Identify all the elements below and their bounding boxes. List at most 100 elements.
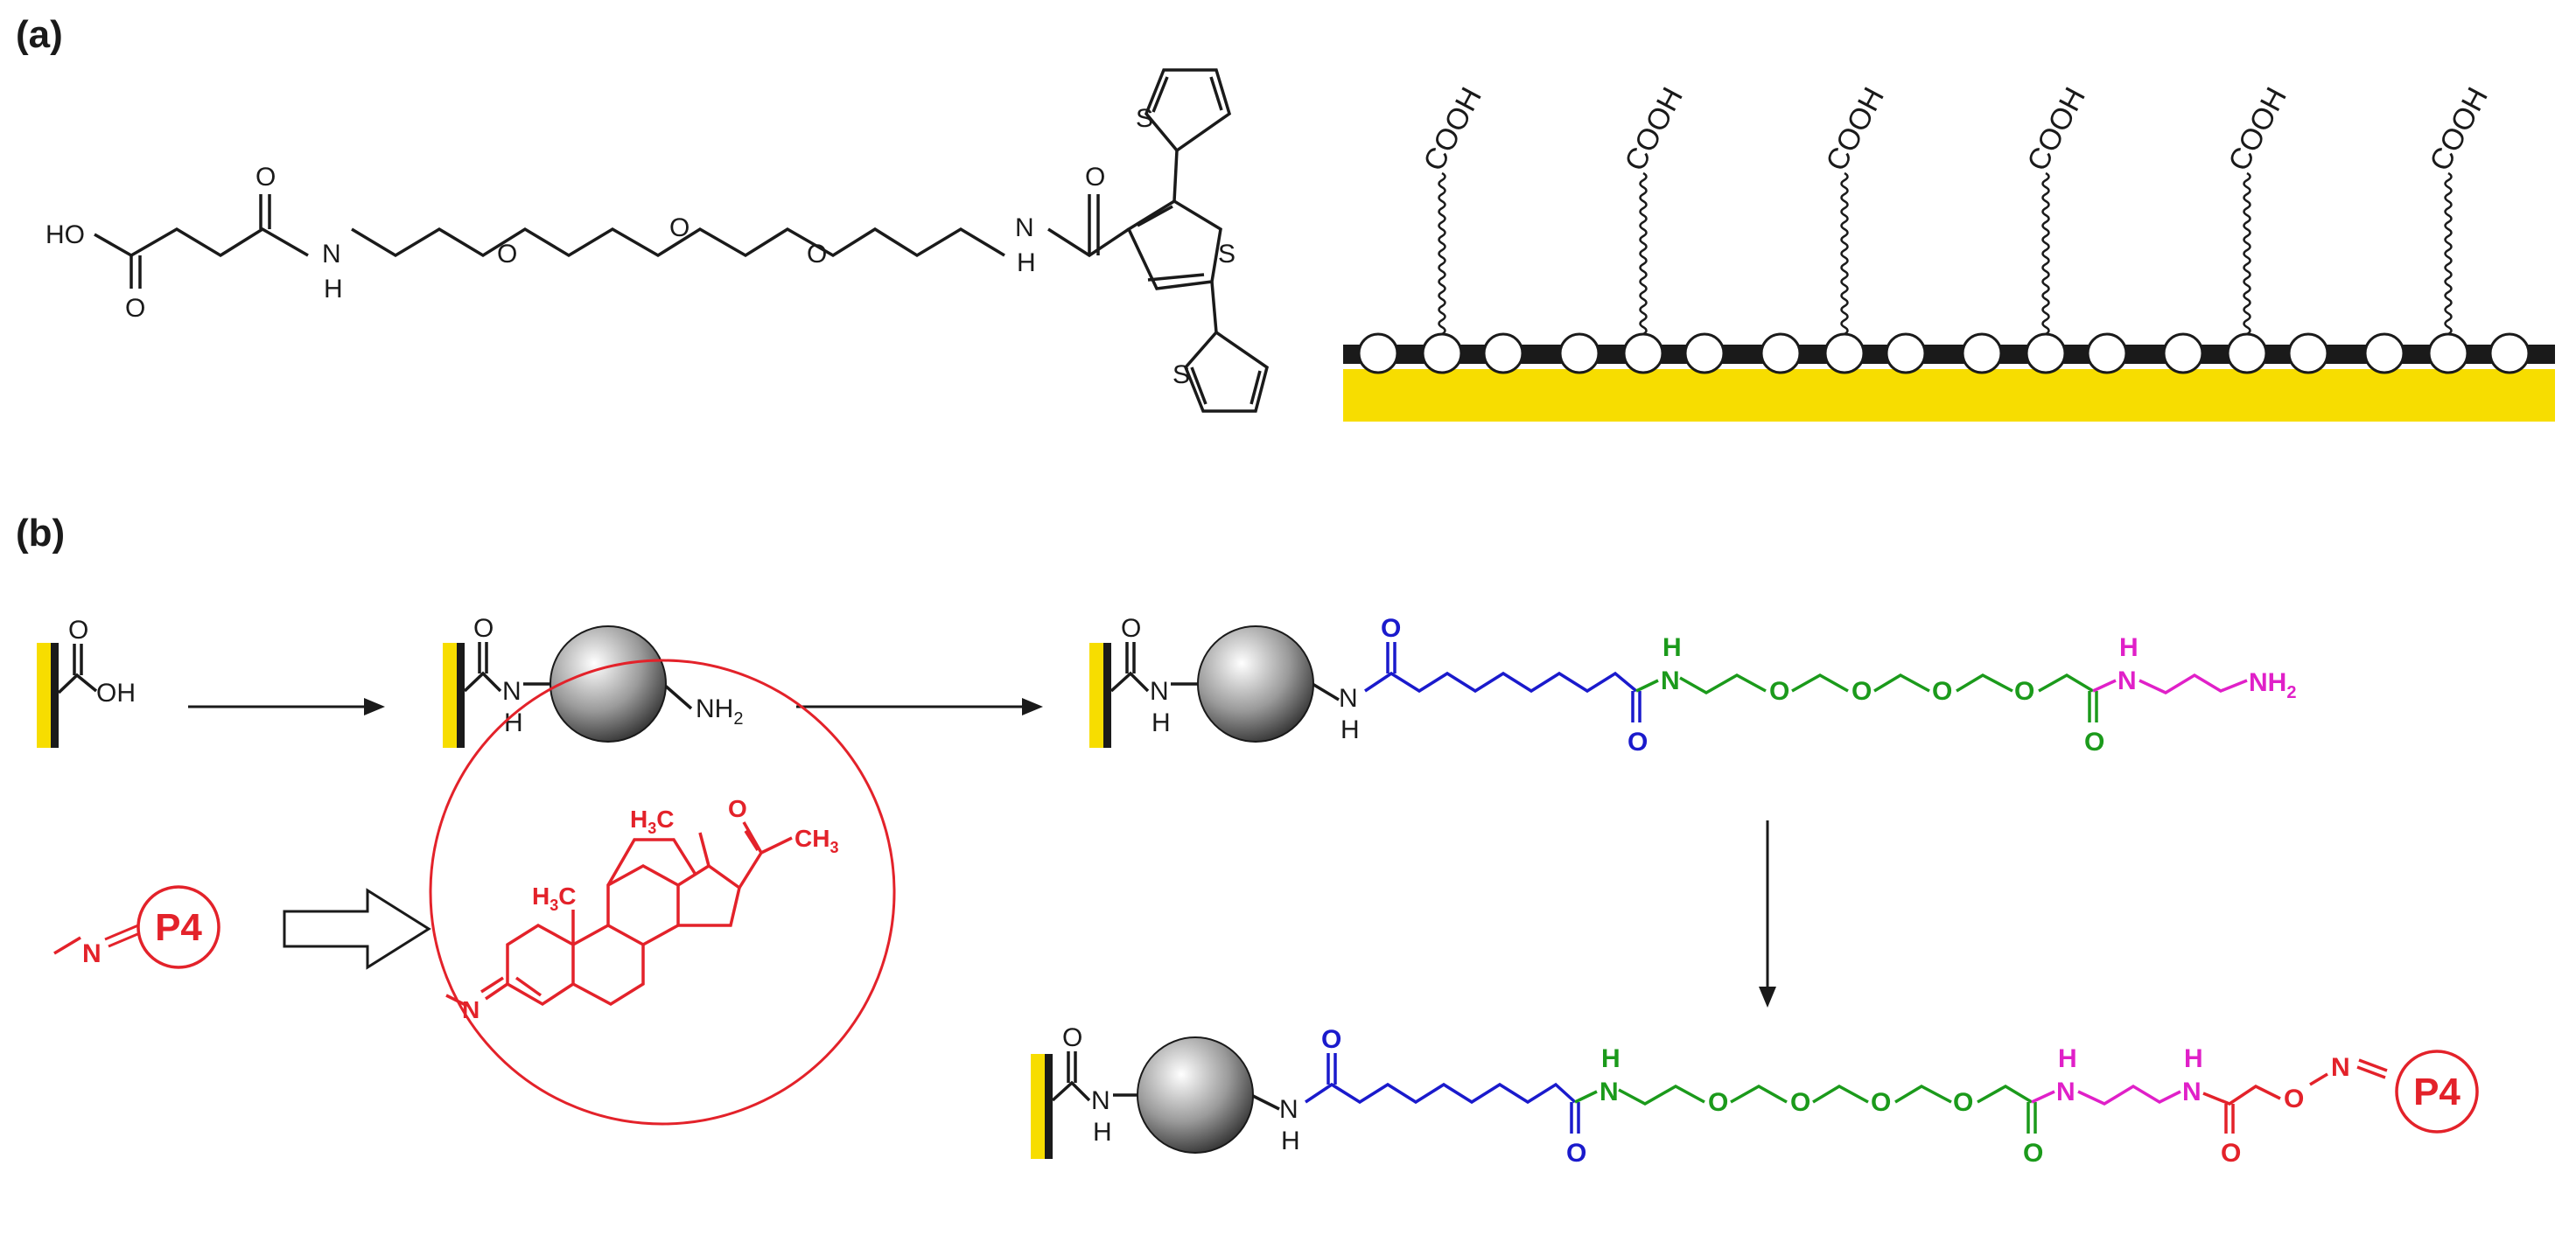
ether-o-1: O (497, 240, 517, 269)
molecule-a-labels: HO O O N H O O O N H O S S S (46, 104, 1236, 389)
acetyl-o: O (728, 795, 747, 822)
thiophene-ring-mark (2363, 332, 2405, 374)
amide-o: O (1062, 1023, 1082, 1052)
surface-unit: COOH (1558, 82, 1726, 374)
protein-bead (1137, 1036, 1254, 1154)
thiophene-ring-mark (2086, 332, 2128, 374)
magenta-h-2: H (2184, 1044, 2203, 1073)
ring-methyl-h3c: H3C (532, 883, 576, 914)
amide2-carbonyl-o: O (1085, 163, 1105, 192)
hollow-arrow (283, 888, 431, 970)
cooh-label: COOH (2021, 82, 2092, 177)
p4-badge-final (2395, 1050, 2479, 1134)
electrode-black (1103, 643, 1111, 748)
cooh-label: COOH (2424, 82, 2495, 177)
blue-carbonyl-o-bottom: O (1628, 728, 1648, 757)
thiophene-ring-mark (2427, 332, 2469, 374)
linker-electrode-row1: O N H N H O O N H O O O O (1089, 614, 2296, 757)
ether-o-2: O (669, 213, 690, 242)
magenta-n: N (2118, 666, 2137, 695)
cooh-electrode: O OH (37, 616, 136, 748)
thiophene-ring-mark (2025, 332, 2067, 374)
thiophene-s-bottom: S (1172, 360, 1190, 389)
green-ether-o-2: O (1790, 1088, 1810, 1117)
thiophene-ring-mark (2226, 332, 2268, 374)
angular-methyl-h3c: H3C (630, 806, 674, 837)
linker-chain (2243, 171, 2251, 336)
oxime-o: O (2284, 1085, 2304, 1113)
amide-h: H (1093, 1118, 1112, 1147)
abbrev-n: N (82, 939, 102, 968)
thiophene-ring-mark (1760, 332, 1802, 374)
thiophene-ring-mark (2287, 332, 2329, 374)
green-n: N (1600, 1078, 1619, 1106)
green-ether-o-3: O (1932, 677, 1952, 706)
red-carbonyl-o: O (2221, 1139, 2241, 1168)
amide-h: H (1152, 708, 1171, 737)
arrow-step-3 (1759, 820, 1776, 1008)
amide-n: N (502, 677, 522, 706)
electrode-black (51, 643, 59, 748)
amide1-h: H (324, 275, 343, 304)
gold-substrate (1343, 369, 2555, 422)
green-ether-o-1: O (1769, 677, 1789, 706)
thiophene-ring-mark (2162, 332, 2204, 374)
thiophene-s-center: S (1218, 240, 1236, 269)
thiophene-ring-mark (1357, 332, 1399, 374)
cooh-label: COOH (1619, 82, 1690, 177)
linker-chain (1639, 171, 1648, 336)
p4-oxime-abbreviation: N P4 (53, 885, 220, 969)
blue-carbonyl-o-top: O (1321, 1025, 1341, 1054)
progesterone-circle (429, 659, 896, 1126)
protein-bead (1197, 625, 1314, 743)
green-carbonyl-o: O (2084, 728, 2104, 757)
amide-n: N (1150, 677, 1169, 706)
amide2-n: N (1015, 213, 1034, 242)
thiophene-ring-mark (1824, 332, 1866, 374)
p4-badge (136, 885, 220, 969)
magenta-n-2: N (2182, 1078, 2202, 1106)
thiophene-ring-mark (2488, 332, 2530, 374)
green-ether-o-4: O (2014, 677, 2034, 706)
linker-chain (1438, 171, 1446, 336)
thiophene-ring-mark (1558, 332, 1600, 374)
cooh-label: COOH (1418, 82, 1488, 177)
bead-amine-electrode: O N H NH2 (443, 614, 743, 748)
linker-chain (2041, 171, 2050, 336)
green-ether-o-4: O (1953, 1088, 1973, 1117)
terthiophene-linker-molecule (94, 68, 1270, 413)
surface-unit: COOH (2363, 82, 2530, 374)
panel-label-b: (b) (16, 512, 65, 555)
panel-label-a: (a) (16, 13, 63, 56)
oxime-n: N (2331, 1053, 2350, 1082)
oxime-n: N (462, 996, 480, 1023)
green-carbonyl-o: O (2023, 1139, 2043, 1168)
thiophene-ring-mark (1961, 332, 2003, 374)
green-h: H (1601, 1044, 1620, 1073)
magenta-nh2: NH2 (2249, 668, 2296, 702)
electrode-gold (37, 643, 51, 748)
electrode-black (457, 643, 465, 748)
cooh-label: COOH (2222, 82, 2293, 177)
cooh-o: O (68, 616, 88, 645)
amide-h: H (504, 708, 523, 737)
linker-chain (2444, 171, 2453, 336)
surface-unit: COOH (1357, 82, 1524, 374)
thiophene-ring-mark (1885, 332, 1927, 374)
bead-amide-h: H (1340, 715, 1360, 744)
blue-carbonyl-o-top: O (1381, 614, 1401, 643)
arrow-step-1 (188, 698, 385, 715)
amide1-carbonyl-o: O (256, 163, 276, 192)
amide-o: O (473, 614, 494, 643)
ether-o-3: O (807, 240, 827, 269)
green-ether-o-2: O (1852, 677, 1872, 706)
acid-carbonyl-o: O (125, 294, 145, 323)
blue-carbonyl-o-bottom: O (1566, 1139, 1586, 1168)
thiophene-ring-mark (1684, 332, 1726, 374)
bead-amide-n: N (1339, 684, 1358, 713)
electrode-gold (443, 643, 457, 748)
magenta-n-1: N (2056, 1078, 2076, 1106)
green-n: N (1661, 666, 1680, 695)
